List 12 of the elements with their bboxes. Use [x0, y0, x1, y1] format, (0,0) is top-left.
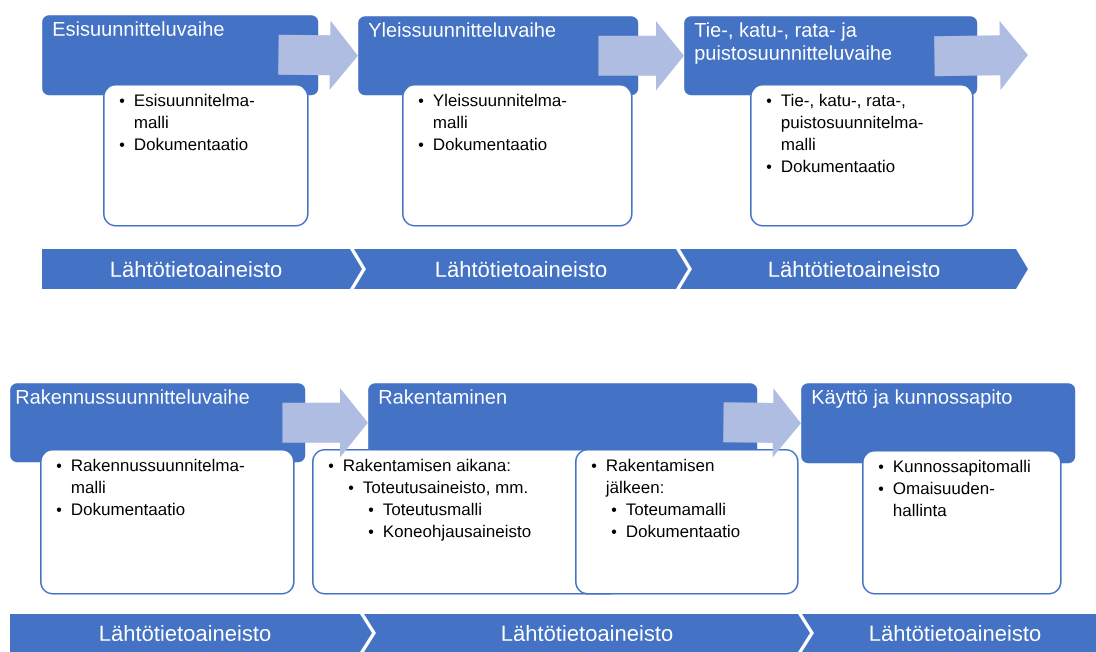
output-box: Esisuunnitelma-malli Dokumentaatio — [103, 84, 309, 227]
chevron-band: Lähtötietoaineisto — [42, 249, 362, 289]
chevron-band: Lähtötietoaineisto — [802, 614, 1096, 652]
output-box: Rakentamisen jälkeen: Toteumamalli Dokumentaatio — [575, 449, 799, 595]
output-box: Tie-, katu-, rata-, puistosuunnitelma-malli Dokumentaatio — [750, 84, 974, 227]
output-box: Yleissuunnitelma-malli Dokumentaatio — [402, 84, 633, 227]
chevron-band: Lähtötietoaineisto — [680, 249, 1028, 289]
chevron-band: Lähtötietoaineisto — [354, 249, 688, 289]
output-box: Kunnossapitomalli Omaisuuden-hallinta — [862, 450, 1062, 595]
chevron-band: Lähtötietoaineisto — [364, 614, 810, 652]
output-box: Rakennussuunnitelma-malli Dokumentaatio — [40, 449, 295, 595]
chevron-band: Lähtötietoaineisto — [10, 614, 372, 652]
